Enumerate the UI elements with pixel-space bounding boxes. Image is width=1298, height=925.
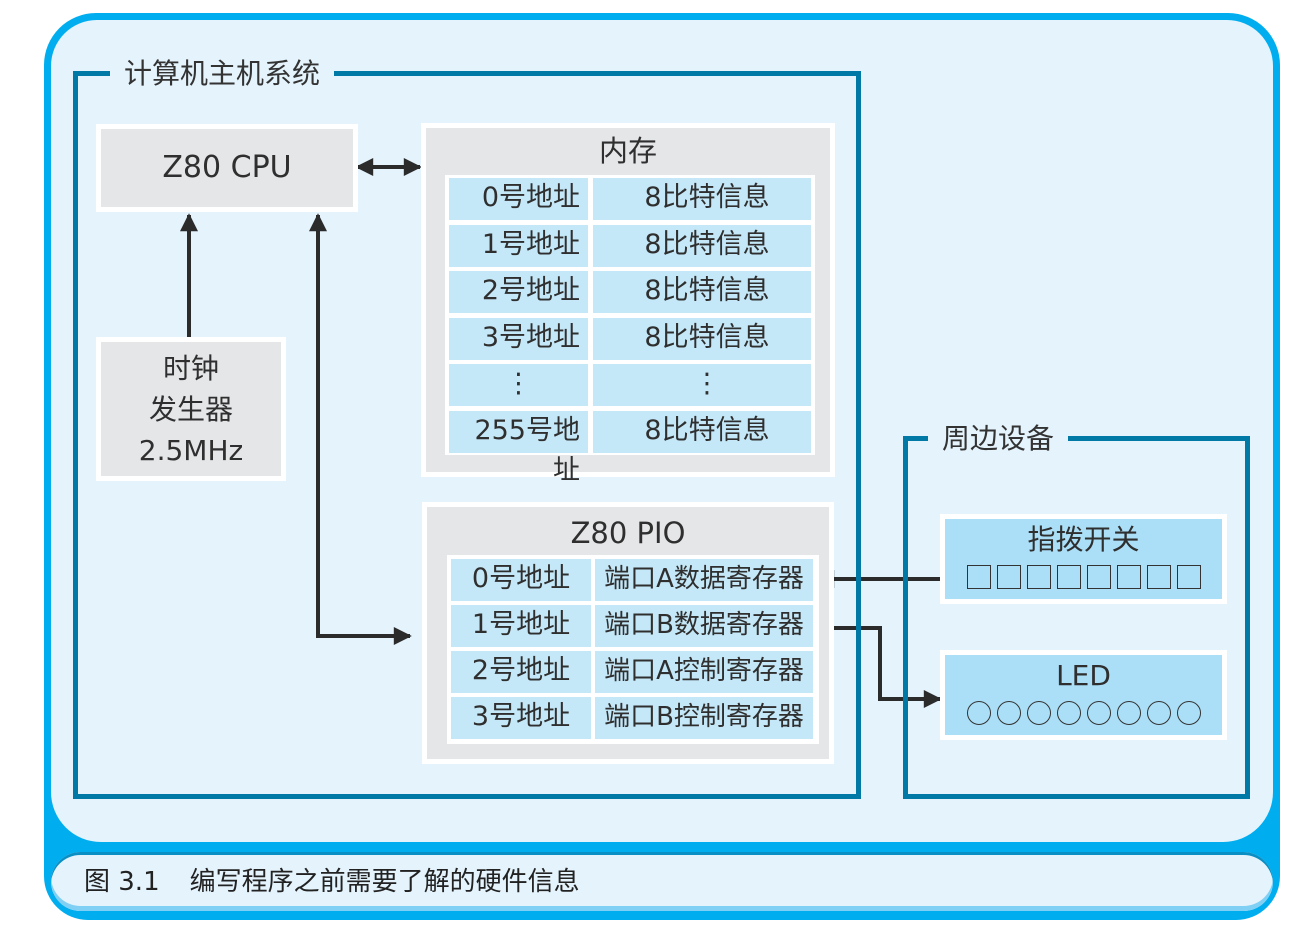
- memory-address-cell: 3号地址: [449, 317, 588, 360]
- memory-content-cell: 8比特信息: [593, 411, 811, 453]
- pio-address-cell: 3号地址: [451, 697, 591, 739]
- pio-address-cell: 1号地址: [451, 605, 591, 647]
- pio-to-led-arrow: [818, 626, 942, 708]
- peripherals-frame: [903, 436, 1250, 799]
- memory-content-cell: ⋮: [593, 364, 811, 407]
- led-label: LED: [1056, 659, 1111, 692]
- caption-bar: [51, 852, 1273, 911]
- memory-address-cell: ⋮: [449, 364, 588, 407]
- memory-address-cell: 2号地址: [449, 271, 588, 314]
- led-circle-icon: [1176, 701, 1201, 725]
- led-circle-icon: [966, 701, 991, 725]
- pio-register-cell: 端口A数据寄存器: [595, 559, 813, 601]
- pio-address-cell: 0号地址: [451, 559, 591, 601]
- led-circle-icon: [996, 701, 1021, 725]
- memory-title: 内存: [598, 134, 657, 168]
- switch-square-icon: [1086, 565, 1111, 589]
- peripherals-title: 周边设备: [928, 421, 1069, 457]
- switch-square-icon: [1176, 565, 1201, 589]
- clock-label-line1: 时钟: [162, 352, 219, 385]
- clock-generator-box: 时钟 发生器 2.5MHz: [96, 337, 286, 481]
- led-indicators: [940, 701, 1227, 725]
- caption-text: 编写程序之前需要了解的硬件信息: [189, 867, 580, 897]
- cpu-box: Z80 CPU: [96, 124, 358, 212]
- figure-caption: 图 3.1 编写程序之前需要了解的硬件信息: [84, 862, 580, 902]
- dip-switch-positions: [940, 565, 1227, 589]
- pio-address-cell: 2号地址: [451, 651, 591, 693]
- memory-address-cell: 255号地址: [449, 411, 588, 486]
- memory-address-cell: 0号地址: [449, 178, 588, 220]
- switch-square-icon: [1116, 565, 1141, 589]
- memory-content-cell: 8比特信息: [593, 317, 811, 360]
- led-box: LED: [940, 650, 1227, 740]
- memory-address-cell: 1号地址: [449, 224, 588, 267]
- dip-switch-label: 指拨开关: [1027, 523, 1140, 556]
- switch-square-icon: [1026, 565, 1051, 589]
- switch-square-icon: [1056, 565, 1081, 589]
- host-system-frame: [73, 71, 861, 799]
- pio-register-cell: 端口B数据寄存器: [595, 605, 813, 647]
- led-circle-icon: [1056, 701, 1081, 725]
- dip-switch-box: 指拨开关: [940, 514, 1227, 604]
- pio-register-cell: 端口A控制寄存器: [595, 651, 813, 693]
- memory-table: [445, 175, 815, 455]
- switch-square-icon: [996, 565, 1021, 589]
- memory-content-cell: 8比特信息: [593, 178, 811, 220]
- switch-square-icon: [1146, 565, 1171, 589]
- cpu-label: Z80 CPU: [162, 150, 292, 185]
- switch-square-icon: [966, 565, 991, 589]
- led-circle-icon: [1086, 701, 1111, 725]
- host-system-title: 计算机主机系统: [110, 56, 335, 92]
- pio-title: Z80 PIO: [570, 516, 686, 550]
- cpu-pio-bus-arrow: [309, 213, 412, 645]
- memory-content-cell: 8比特信息: [593, 271, 811, 314]
- memory-content-cell: 8比特信息: [593, 224, 811, 267]
- clock-label-line2: 发生器: [148, 393, 233, 426]
- led-circle-icon: [1026, 701, 1051, 725]
- led-circle-icon: [1116, 701, 1141, 725]
- led-circle-icon: [1146, 701, 1171, 725]
- pio-register-cell: 端口B控制寄存器: [595, 697, 813, 739]
- caption-number: 图 3.1: [84, 867, 160, 897]
- clock-frequency: 2.5MHz: [138, 434, 244, 467]
